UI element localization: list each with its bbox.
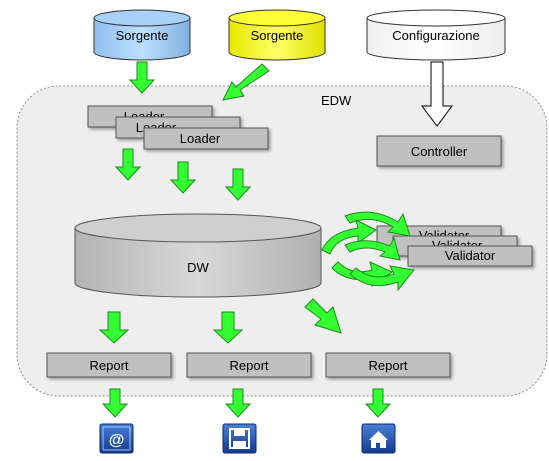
- home-icon: [361, 423, 396, 454]
- controller-label: Controller: [411, 144, 468, 159]
- source-cylinder-2: Sorgente: [228, 9, 326, 61]
- validation-cycle-arrows: [321, 211, 415, 292]
- arrow-report-to-home: [364, 388, 392, 418]
- arrow-dw-to-report-1: [98, 311, 130, 344]
- arrow-bottom-loader-2: [169, 161, 197, 194]
- arrow-source1-to-loader: [128, 61, 156, 94]
- report-box-1: Report: [46, 352, 172, 378]
- source-cylinder-1: Sorgente: [93, 9, 191, 61]
- save-icon: [222, 423, 257, 454]
- arrow-source2-to-loader: [222, 63, 270, 101]
- config-cylinder: Configurazione: [366, 9, 506, 61]
- source-label-2: Sorgente: [251, 28, 304, 43]
- svg-text:@: @: [109, 432, 125, 449]
- email-icon: @: [99, 423, 134, 454]
- config-label: Configurazione: [392, 28, 479, 43]
- arrow-report-to-email: [101, 388, 129, 418]
- loader-label-3: Loader: [180, 131, 221, 146]
- edw-label: EDW: [321, 93, 352, 108]
- report-box-3: Report: [325, 352, 451, 378]
- arrow-dw-to-report-3: [304, 298, 342, 334]
- arrow-report-to-save: [224, 388, 252, 418]
- controller-box: Controller: [376, 135, 502, 167]
- validator-label-3: Validator: [445, 248, 496, 263]
- source-label-1: Sorgente: [116, 28, 169, 43]
- report-label-1: Report: [89, 358, 128, 373]
- report-label-2: Report: [229, 358, 268, 373]
- report-box-2: Report: [186, 352, 312, 378]
- arrow-config-to-controller: [421, 61, 453, 127]
- dw-cylinder: DW: [74, 213, 322, 298]
- arrow-bottom-loader-1: [114, 148, 142, 181]
- report-label-3: Report: [368, 358, 407, 373]
- arrow-dw-to-report-2: [212, 311, 244, 344]
- dw-label: DW: [187, 260, 209, 275]
- arrow-bottom-loader-3: [224, 168, 252, 201]
- loader-stack: Loader Loader Loader: [87, 105, 269, 150]
